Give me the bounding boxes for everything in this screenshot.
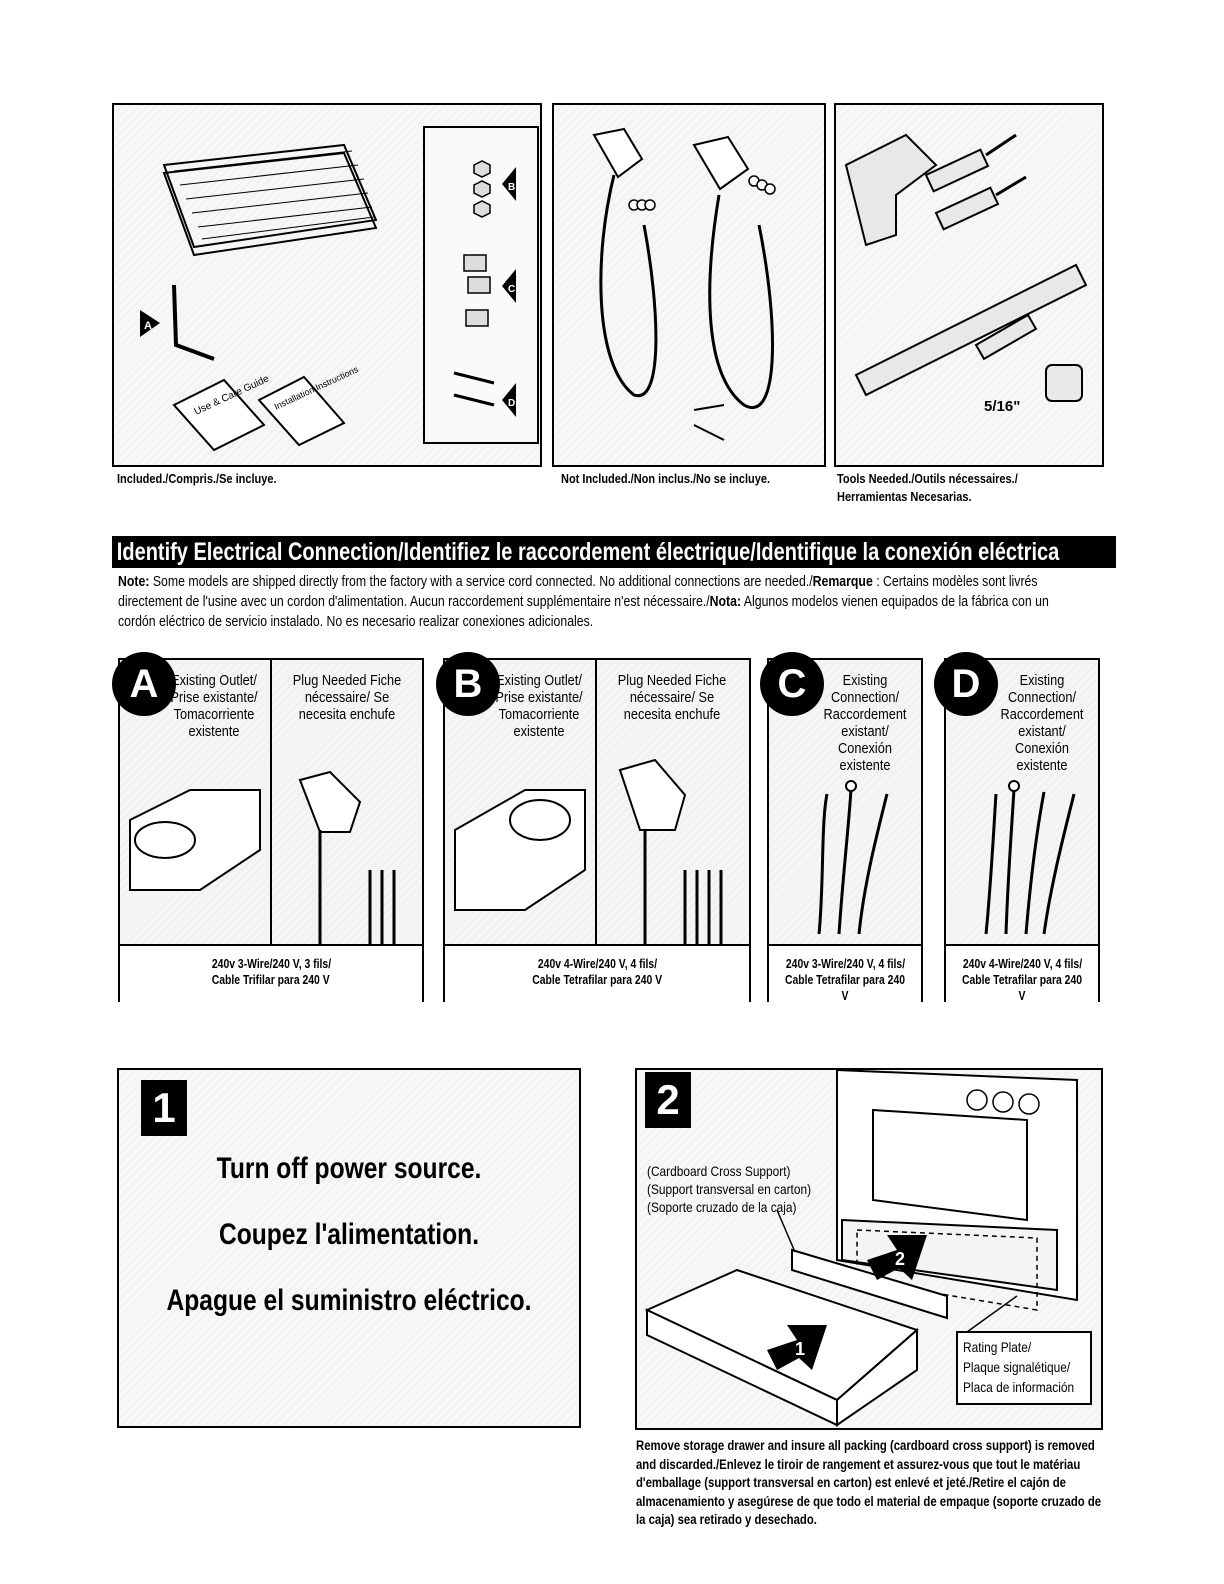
connection-d-illustration [984,780,1076,935]
connection-a-existing: Existing Outlet/ Prise existante/ Tomaco… [170,672,258,740]
part-a-label: A [144,320,152,332]
note-label-en: Note: [118,573,150,590]
tools-panel: 5/16" [834,103,1104,467]
connection-b-footer-2: Cable Tetrafilar para 240 V [532,972,662,987]
connection-c-footer-2: Cable Tetrafilar para 240 V [784,972,906,1003]
step-1-number: 1 [141,1080,187,1136]
connection-c-existing: Existing Connection/ Raccordement exista… [823,672,907,774]
connection-d-existing: Existing Connection/ Raccordement exista… [1000,672,1084,774]
support-label-es: (Soporte cruzado de la caja) [647,1199,797,1215]
connection-a-needed: Plug Needed Fiche nécessaire/ Se necesit… [292,672,402,723]
connection-a-footer-2: Cable Trifilar para 240 V [212,972,330,987]
caption-not-included: Not Included./Non inclus./No se incluye. [561,472,771,486]
rating-plate-label-fr: Plaque signalétique/ [963,1359,1071,1375]
connection-b-footer: 240v 4-Wire/240 V, 4 fils/ Cable Tetrafi… [445,944,749,1002]
note-paragraph: Note: Some models are shipped directly f… [118,572,1053,632]
caption-tools-line1: Tools Needed./Outils nécessaires./ [837,472,1018,486]
step-2-number: 2 [645,1072,691,1128]
connection-d-badge: D [934,652,998,716]
arrow-1-icon [767,1325,827,1370]
note-text-es: Algunos modelos vienen equipados de la f… [118,593,1049,630]
support-label-fr: (Support transversal en carton) [647,1181,812,1197]
step-2-panel: 2 1 2 (Cardboard Cross Support) [635,1068,1103,1430]
connection-b-footer-1: 240v 4-Wire/240 V, 4 fils/ [537,956,657,971]
note-label-es: Nota: [709,593,742,610]
step-1-line-en: Turn off power source. [216,1152,482,1185]
rating-plate-label-es: Placa de información [963,1379,1075,1395]
connection-c-badge: C [760,652,824,716]
included-illustration: A Use & Care Guide Installation Instruct… [140,126,539,452]
caption-tools-line2: Herramientas Necesarias. [837,490,972,504]
caption-included: Included./Compris./Se incluye. [117,472,277,486]
section-header-text: Identify Electrical Connection/Identifie… [116,538,1060,566]
part-d-label: D [508,398,515,409]
connection-b-existing: Existing Outlet/ Prise existante/ Tomaco… [495,672,583,740]
step-1-panel: 1 Turn off power source. Coupez l'alimen… [117,1068,581,1428]
note-label-fr: Remarque [812,573,873,590]
connection-d-footer-1: 240v 4-Wire/240 V, 4 fils/ [962,956,1082,971]
connection-c-footer-1: 240v 3-Wire/240 V, 4 fils/ [785,956,905,971]
connection-d-footer: 240v 4-Wire/240 V, 4 fils/ Cable Tetrafi… [946,944,1098,1003]
connection-b-badge: B [436,652,500,716]
note-text-en: Some models are shipped directly from th… [149,573,813,590]
step-2-caption: Remove storage drawer and insure all pac… [636,1438,1102,1527]
range-drawer-illustration: 1 2 [644,1070,1092,1427]
connection-a-footer-1: 240v 3-Wire/240 V, 3 fils/ [211,956,331,971]
not-included-panel [552,103,826,467]
connection-b-needed: Plug Needed Fiche nécessaire/ Se necesit… [617,672,727,723]
tools-illustration: 5/16" [844,133,1088,415]
power-cords-illustration [592,127,776,441]
connection-a-badge: A [112,652,176,716]
socket-size-label: 5/16" [984,398,1020,415]
part-b-label: B [508,182,515,193]
included-panel: A Use & Care Guide Installation Instruct… [112,103,542,467]
connection-b-box: Existing Outlet/ Prise existante/ Tomaco… [443,658,751,1002]
arrow-2-label: 2 [895,1249,905,1269]
connection-d-footer-2: Cable Tetrafilar para 240 V [961,972,1083,1003]
step-1-line-fr: Coupez l'alimentation. [218,1218,480,1251]
connection-b-illustration [454,758,723,950]
section-header: Identify Electrical Connection/Identifie… [112,536,1116,568]
connection-a-footer: 240v 3-Wire/240 V, 3 fils/ Cable Trifila… [120,944,422,1002]
connection-a-box: Existing Outlet/ Prise existante/ Tomaco… [118,658,424,1002]
connection-a-illustration [129,770,396,950]
rating-plate-label-en: Rating Plate/ [963,1339,1032,1355]
arrow-2-icon [867,1235,927,1280]
connection-d-box: Existing Connection/ Raccordement exista… [944,658,1100,1003]
connection-c-illustration [817,780,889,935]
connection-c-footer: 240v 3-Wire/240 V, 4 fils/ Cable Tetrafi… [769,944,921,1003]
arrow-1-label: 1 [795,1339,805,1359]
part-c-label: C [508,284,515,295]
note-text-fr: : Certains modèles sont livrés directeme… [118,573,1038,610]
support-label-en: (Cardboard Cross Support) [647,1163,791,1179]
step-1-line-es: Apague el suministro eléctrico. [166,1284,532,1317]
